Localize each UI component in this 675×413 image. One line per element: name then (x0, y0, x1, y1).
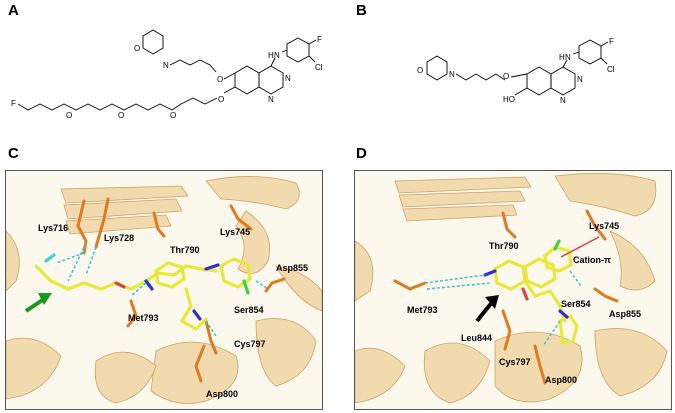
morpholine-ring-a (142, 29, 164, 55)
residue-label-lys745-d: Lys745 (589, 221, 619, 231)
residue-label-asp855-d: Asp855 (609, 309, 641, 319)
protein-ribbons-c (6, 176, 322, 404)
residue-label-cys797-d: Cys797 (499, 357, 531, 367)
ligand-d (493, 245, 579, 345)
black-arrow-icon (475, 295, 499, 323)
quinazoline-b (510, 66, 576, 96)
hydroxyl-b: HO (503, 95, 515, 104)
ether-o-4-a: O (218, 95, 224, 104)
morpholine-n-b: N (449, 70, 455, 79)
residue-label-met793-d: Met793 (407, 305, 438, 315)
quinazoline-a (223, 65, 284, 95)
chlorine-b: Cl (607, 65, 615, 74)
residue-label-ser854: Ser854 (234, 305, 264, 315)
residue-label-met793: Met793 (128, 313, 159, 323)
residue-label-lys716: Lys716 (38, 223, 68, 233)
residue-label-ser854-d: Ser854 (561, 299, 591, 309)
residue-label-thr790-d: Thr790 (489, 241, 519, 251)
cation-pi-line-d (560, 236, 600, 258)
morpholine-o-a: O (134, 44, 140, 53)
heteroatoms-d (483, 239, 569, 319)
ether-o-3-a: O (170, 111, 176, 120)
ether-o-b: O (503, 72, 509, 81)
ring-f-a: F (317, 35, 322, 44)
residue-label-asp800: Asp800 (206, 389, 238, 399)
residue-sticks-c (76, 197, 286, 383)
residue-label-lys745: Lys745 (220, 227, 250, 237)
docking-view-d: Thr790 Lys745 Cation-π Met793 Ser854 Asp… (354, 170, 672, 410)
morpholine-o-b: O (417, 66, 423, 75)
structure-b: O N O HO N N H N F Cl (417, 37, 615, 105)
hbonds-c (55, 242, 269, 337)
residue-label-lys728: Lys728 (104, 233, 134, 243)
docking-scene-c: Lys716 Lys728 Thr790 Lys745 Asp855 Met79… (6, 176, 322, 404)
morpholine-n-a: N (163, 61, 169, 70)
residue-label-thr790: Thr790 (170, 245, 200, 255)
quinazoline-n2-a: N (268, 95, 274, 104)
panel-letter-a: A (8, 2, 19, 19)
green-arrow-icon (24, 293, 52, 313)
chlorine-a: Cl (315, 63, 323, 72)
panel-letter-c: C (8, 145, 19, 162)
quinazoline-n1-a: N (285, 74, 291, 83)
amine-n-a: N (274, 51, 280, 60)
residue-label-asp855: Asp855 (276, 263, 308, 273)
hbonds-d (424, 270, 582, 347)
structure-a: O N O N N H N F Cl O O O O F (11, 29, 323, 120)
tail-f-a: F (11, 99, 16, 108)
quinazoline-n2-b: N (560, 96, 566, 105)
ether-o-1-a: O (66, 111, 72, 120)
residue-label-asp800-d: Asp800 (545, 375, 577, 385)
panel-letter-b: B (356, 2, 367, 19)
quinazoline-n1-b: N (577, 75, 583, 84)
ring-f-b: F (609, 37, 614, 46)
amine-h-b: H (559, 53, 565, 62)
docking-scene-d: Thr790 Lys745 Cation-π Met793 Ser854 Asp… (355, 173, 668, 404)
panel-letter-d: D (356, 145, 367, 162)
docking-view-c: Lys716 Lys728 Thr790 Lys745 Asp855 Met79… (5, 170, 323, 410)
residue-label-leu844-d: Leu844 (461, 333, 492, 343)
ligand-c (34, 257, 252, 331)
residue-sticks-d (393, 209, 619, 385)
ether-o-2-a: O (118, 111, 124, 120)
ether-o-upper-a: O (217, 75, 223, 84)
amine-n-b: N (565, 53, 571, 62)
protein-ribbons-d (355, 173, 668, 404)
amine-h-a: H (268, 51, 274, 60)
residue-label-cys797: Cys797 (234, 339, 266, 349)
heteroatoms-c (44, 253, 250, 321)
cation-pi-label: Cation-π (573, 255, 611, 265)
